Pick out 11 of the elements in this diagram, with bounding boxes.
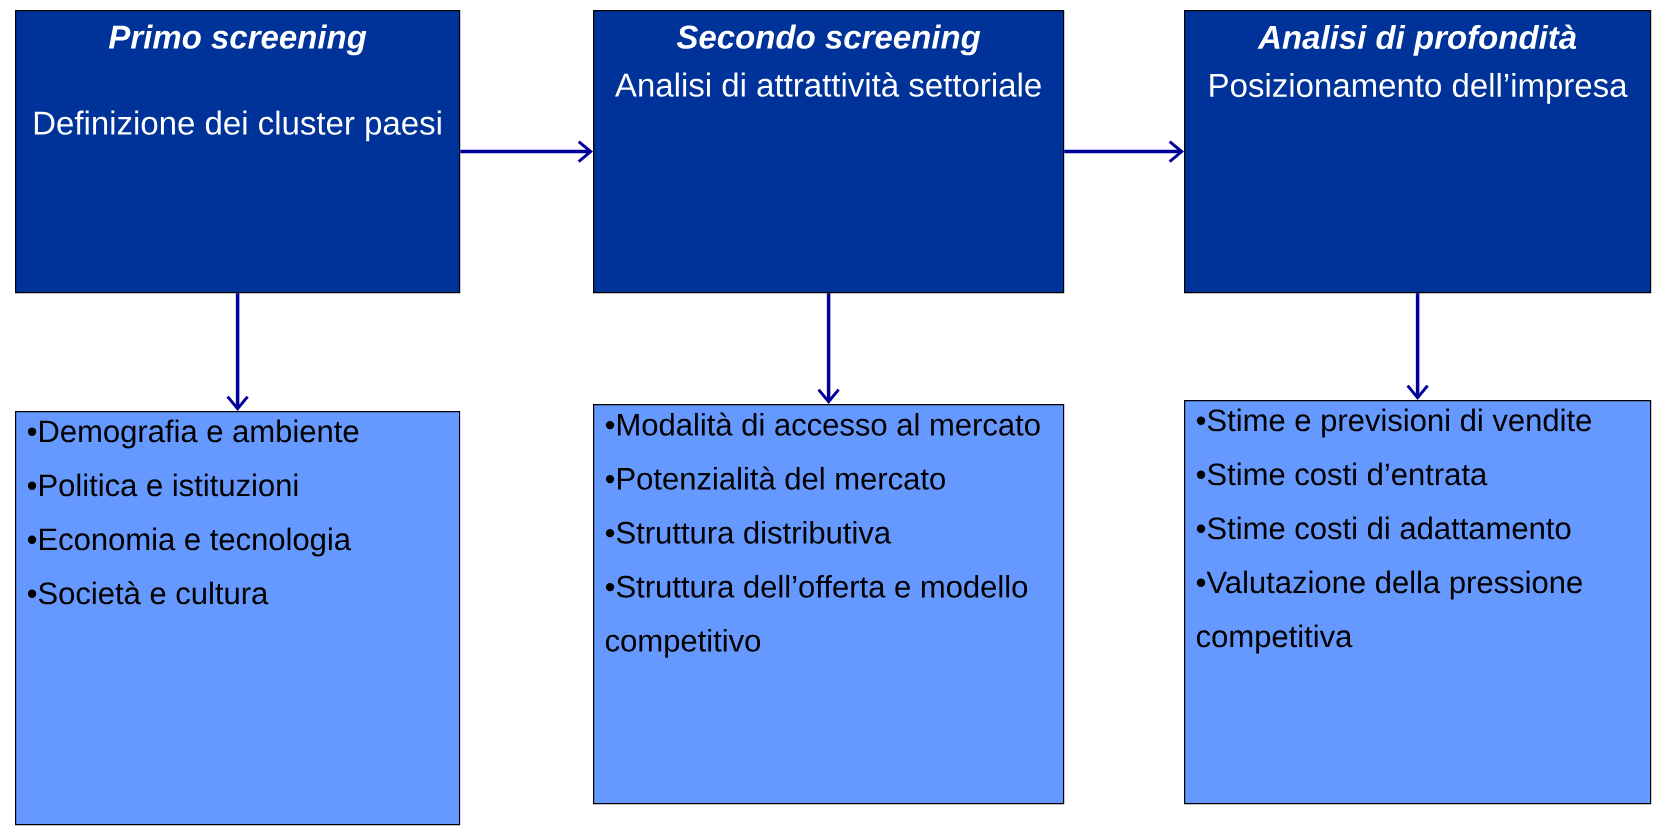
process-box: Primo screening Definizione dei cluster paesi: [15, 10, 461, 294]
arrow: [226, 293, 249, 411]
arrow: [460, 140, 593, 163]
process-box: Analisi di profondità Posizionamento dell’impresa: [1184, 10, 1652, 294]
list-box: •Demografia e ambiente •Politica e istituzioni •Economia e tecnologia •Società e cultura: [15, 411, 461, 826]
arrow: [1406, 293, 1429, 400]
list-box: •Modalità di accesso al mercato •Potenzialità del mercato •Struttura distributiva •Struttura dell’offerta e modello competitivo: [593, 404, 1065, 805]
list-box: •Stime e previsioni di vendite •Stime costi d’entrata •Stime costi di adattamento •Valutazione della pressione competitiva: [1184, 400, 1652, 805]
process-box: Secondo screening Analisi di attrattività settoriale: [593, 10, 1065, 294]
arrow: [1064, 140, 1184, 163]
arrow: [817, 293, 840, 404]
